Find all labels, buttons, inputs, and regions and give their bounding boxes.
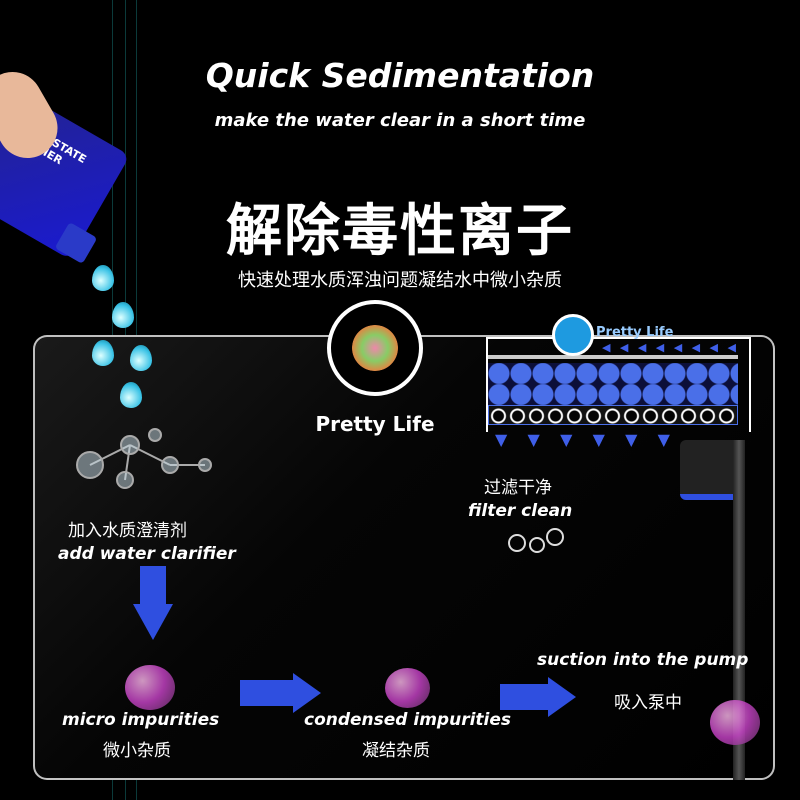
pump-tube	[733, 440, 745, 780]
filter-sponge	[488, 405, 738, 425]
water-drop-icon	[92, 340, 114, 366]
cn-subtitle: 快速处理水质浑浊问题凝结水中微小杂质	[238, 270, 562, 291]
water-drop-icon	[130, 345, 152, 371]
step-filter-en: filter clean	[468, 501, 573, 521]
micro-impurities-icon	[125, 665, 175, 710]
impurities-at-pump-icon	[710, 700, 760, 745]
step-micro-en: micro impurities	[62, 710, 220, 730]
step-micro-cn: 微小杂质	[103, 741, 171, 761]
step-condensed-en: condensed impurities	[304, 710, 512, 730]
molecule-icon	[76, 428, 212, 489]
main-title: Quick Sedimentation	[205, 56, 595, 95]
step-suction-cn: 吸入泵中	[614, 693, 682, 713]
filter-media	[488, 363, 738, 405]
water-drop-icon	[112, 302, 134, 328]
brand-name: Pretty Life	[315, 412, 435, 436]
main-subtitle: make the water clear in a short time	[214, 110, 586, 131]
filter-box	[486, 337, 751, 432]
arrow-down-head	[133, 604, 173, 640]
brand-logo	[327, 300, 423, 396]
arrow-down-icon	[140, 566, 166, 606]
condensed-impurities-icon	[385, 668, 430, 708]
tree-icon	[352, 325, 398, 371]
step-add-en: add water clarifier	[58, 544, 236, 564]
flow-arrows-down: ▼▼▼▼▼▼	[495, 430, 670, 449]
arrow-right-icon	[500, 684, 550, 710]
step-suction-en: suction into the pump	[537, 650, 749, 670]
step-add-cn: 加入水质澄清剂	[68, 521, 187, 541]
cn-title: 解除毒性离子	[226, 199, 574, 264]
flow-arrows-left: ◀◀◀◀◀◀◀◀	[602, 341, 736, 354]
small-brand-name: Pretty Life	[596, 325, 674, 340]
water-drop-icon	[120, 382, 142, 408]
step-condensed-cn: 凝结杂质	[362, 741, 430, 761]
arrow-right-head	[548, 677, 576, 717]
arrow-right-icon	[240, 680, 295, 706]
small-logo-icon	[552, 314, 594, 356]
step-filter-cn: 过滤干净	[484, 478, 552, 498]
arrow-right-head	[293, 673, 321, 713]
bubbles-icon	[508, 528, 564, 553]
water-drop-icon	[92, 265, 114, 291]
